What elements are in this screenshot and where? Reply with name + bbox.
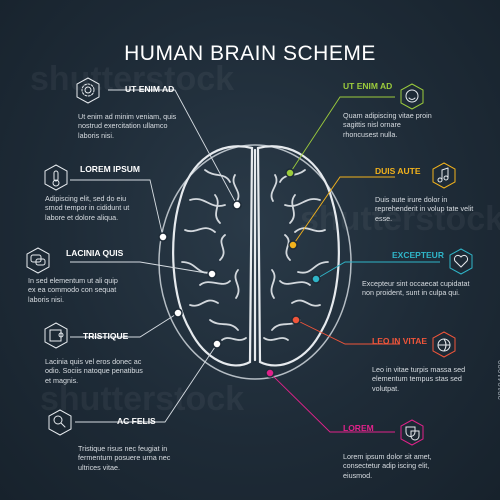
label-tristique: TRISTIQUE (83, 331, 129, 341)
desc-tristique: Lacinia quis vel eros donec ac odio. Soc… (45, 357, 143, 385)
left-dots (158, 200, 242, 349)
desc-ac-felis: Tristique risus nec feugiat in fermentum… (78, 444, 171, 472)
music-note-icon (437, 167, 449, 183)
right-dots (265, 168, 321, 378)
desc-lorem-ipsum-left: Adipiscing elit, sed do eiu smod tempor … (45, 194, 130, 222)
theater-masks-icon (405, 426, 420, 441)
label-ut-enim-ad-left: UT ENIM AD (125, 84, 175, 94)
label-duis-aute: DUIS AUTE (375, 166, 421, 176)
smiley-icon (405, 89, 419, 103)
thermometer-icon (52, 170, 60, 187)
desc-duis-aute: Duis aute irure dolor in reprehenderit i… (375, 195, 474, 223)
desc-excepteur: Excepteur sint occaecat cupidatat non pr… (362, 279, 470, 298)
desc-ut-enim-ad-left: Ut enim ad minim veniam, quis nostrud ex… (78, 112, 177, 140)
basketball-icon (437, 338, 451, 352)
left-hexagons (26, 77, 100, 436)
label-leo-in-vitae: LEO IN VITAE (372, 336, 428, 346)
label-excepteur: EXCEPTEUR (392, 250, 444, 260)
desc-leo-in-vitae: Leo in vitae turpis massa sed elementum … (372, 365, 466, 393)
label-ut-enim-ad-right: UT ENIM AD (343, 81, 393, 91)
brain (172, 145, 340, 367)
chat-bubbles-icon (30, 254, 46, 266)
magnifier-icon (53, 415, 66, 428)
desc-ut-enim-ad-right: Quam adipiscing vitae proin sagittis nis… (343, 111, 432, 139)
right-connectors (269, 96, 440, 433)
page-title: HUMAN BRAIN SCHEME (124, 42, 376, 66)
desc-lorem-right: Lorem ipsum dolor sit amet, consectetur … (343, 452, 432, 480)
label-lacinia-quis: LACINIA QUIS (66, 248, 124, 258)
desc-lacinia-quis: In sed elementum ut ali quip ex ea commo… (28, 276, 118, 304)
label-lorem-ipsum-left: LOREM IPSUM (80, 164, 140, 174)
right-hexagons (400, 83, 473, 446)
gear-icon (81, 83, 95, 97)
brain-folds (181, 169, 329, 341)
puzzle-icon (49, 329, 64, 342)
left-connectors (70, 89, 238, 423)
label-ac-felis: AC FELIS (117, 416, 156, 426)
label-lorem-right: LOREM (343, 423, 374, 433)
heart-icon (453, 254, 469, 268)
